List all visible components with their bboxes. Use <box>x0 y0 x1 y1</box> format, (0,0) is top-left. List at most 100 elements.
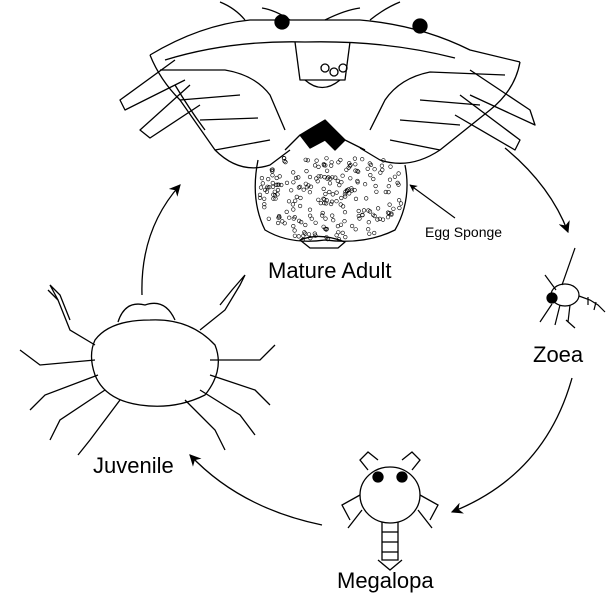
mature-adult-crab-illustration <box>120 2 535 248</box>
egg-dot <box>291 171 295 175</box>
zoea-larva-illustration <box>540 248 605 328</box>
egg-dot <box>392 207 396 211</box>
stage-label-megalopa: Megalopa <box>337 568 434 594</box>
egg-dot <box>289 189 293 193</box>
egg-dot <box>295 195 299 199</box>
egg-dot <box>362 209 366 213</box>
egg-dot <box>349 177 353 181</box>
egg-dot <box>317 165 321 169</box>
egg-dot <box>357 214 361 218</box>
egg-dot <box>320 214 324 218</box>
egg-dot <box>341 231 345 235</box>
egg-dot <box>341 174 345 178</box>
egg-dot <box>386 215 390 219</box>
egg-dot <box>281 220 285 224</box>
egg-dot <box>353 157 357 161</box>
juvenile-crab-illustration <box>20 275 275 455</box>
egg-dot <box>266 177 270 181</box>
egg-dot <box>292 208 296 212</box>
egg-dot <box>363 182 367 186</box>
egg-dot <box>287 216 291 220</box>
egg-dot <box>330 214 334 218</box>
egg-dot <box>398 206 402 210</box>
cycle-arrow-adult-to-zoea <box>505 148 568 232</box>
egg-dot <box>324 217 328 221</box>
egg-dot <box>389 165 393 169</box>
egg-dot <box>325 157 329 161</box>
egg-dot <box>343 219 347 223</box>
egg-dot <box>291 203 295 207</box>
egg-dot <box>376 218 380 222</box>
egg-dot <box>292 181 296 185</box>
stage-label-mature-adult: Mature Adult <box>268 258 392 284</box>
egg-dot <box>357 209 361 213</box>
egg-dot <box>364 197 368 201</box>
egg-dot <box>307 233 311 237</box>
egg-dot <box>331 218 335 222</box>
egg-dot <box>328 182 332 186</box>
egg-dot <box>367 220 371 224</box>
egg-dot <box>305 169 309 173</box>
egg-dot <box>328 190 332 194</box>
egg-dot <box>393 175 397 179</box>
egg-dot <box>259 186 263 190</box>
egg-dot <box>260 176 264 180</box>
egg-dot <box>276 221 280 225</box>
egg-dot <box>324 192 328 196</box>
egg-dot <box>358 217 362 221</box>
egg-dot <box>373 167 377 171</box>
egg-dot <box>376 207 380 211</box>
egg-dot <box>399 202 403 206</box>
egg-dot <box>372 177 376 181</box>
egg-dot <box>262 197 266 201</box>
egg-dot <box>298 204 302 208</box>
egg-dot <box>339 203 343 207</box>
egg-dot <box>322 187 326 191</box>
egg-dot <box>298 185 302 189</box>
egg-dot <box>335 234 339 238</box>
egg-dot <box>321 211 325 215</box>
egg-dot <box>339 158 343 162</box>
egg-dot <box>335 199 339 203</box>
megalopa-illustration <box>342 452 438 570</box>
egg-dot <box>354 228 358 232</box>
egg-dot <box>293 229 297 233</box>
egg-dot <box>369 173 373 177</box>
egg-dot <box>297 176 301 180</box>
egg-dot <box>315 159 319 163</box>
egg-dot <box>271 174 275 178</box>
egg-dot <box>384 190 388 194</box>
egg-dot <box>339 223 343 227</box>
egg-dot <box>302 188 306 192</box>
egg-dot <box>329 202 333 206</box>
egg-dot <box>304 223 308 227</box>
egg-dot <box>283 222 287 226</box>
egg-dot <box>388 178 392 182</box>
egg-dot <box>294 176 298 180</box>
egg-dot <box>292 224 296 228</box>
egg-dot <box>335 191 339 195</box>
egg-sponge-eggs <box>258 156 403 241</box>
egg-dot <box>340 196 344 200</box>
egg-dot <box>308 175 312 179</box>
egg-dot <box>345 168 349 172</box>
egg-dot <box>285 210 289 214</box>
egg-dot <box>302 234 306 238</box>
stage-label-zoea: Zoea <box>533 342 583 368</box>
egg-dot <box>293 199 297 203</box>
egg-dot <box>344 235 348 239</box>
egg-dot <box>267 217 271 221</box>
egg-dot <box>297 235 301 239</box>
egg-dot <box>343 210 347 214</box>
egg-dot <box>319 175 323 179</box>
egg-dot <box>314 221 318 225</box>
egg-dot <box>337 161 341 165</box>
egg-dot <box>386 211 390 215</box>
egg-dot <box>397 198 401 202</box>
egg-dot <box>388 203 392 207</box>
egg-dot <box>284 160 288 164</box>
egg-dot <box>374 184 378 188</box>
egg-dot <box>375 190 379 194</box>
egg-dot <box>350 224 354 228</box>
